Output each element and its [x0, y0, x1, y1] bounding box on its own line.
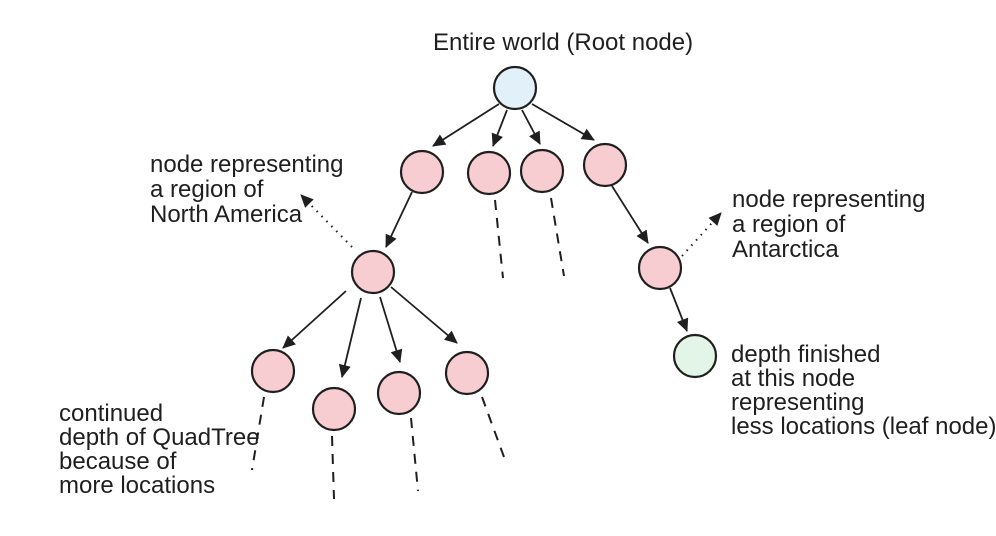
annotation-line: because of — [59, 448, 177, 475]
dashed-line — [251, 396, 265, 471]
edge-na-sub3 — [379, 296, 403, 363]
annotation-line: node representing — [732, 186, 926, 213]
edge-root-child1 — [432, 103, 500, 147]
dashed-line — [410, 417, 419, 492]
edge-antarctica-leaf — [669, 287, 689, 332]
annotation-line: representing — [731, 389, 865, 416]
level2-node-4 — [582, 142, 628, 188]
dashed-line — [481, 396, 505, 458]
root-node-title: Entire world (Root node) — [433, 29, 694, 56]
north-america-node — [350, 249, 396, 295]
annotation-pointers — [300, 194, 722, 257]
annotation-line: depth of QuadTree — [59, 424, 260, 451]
edge-child1-na — [385, 191, 413, 248]
leaf-node — [672, 333, 718, 379]
level4-node-2 — [311, 386, 357, 432]
annotation-line: more locations — [59, 472, 216, 499]
edge-root-child2 — [491, 109, 508, 147]
edge-root-child4 — [531, 103, 595, 141]
annotation-line: North America — [150, 201, 303, 228]
edge-root-child3 — [521, 109, 541, 145]
tree-nodes — [250, 65, 718, 432]
level2-node-1 — [399, 149, 445, 195]
annotation-line: Antarctica — [732, 236, 839, 263]
pointer-north-america-icon — [300, 194, 353, 248]
level4-node-1 — [250, 348, 296, 394]
annotation-antarctica: node representing a region of Antarctica — [732, 187, 925, 262]
continuation-lines — [251, 197, 565, 500]
annotation-line: node representing — [150, 151, 344, 178]
annotation-line: less locations (leaf node) — [731, 413, 996, 440]
edge-na-sub2 — [338, 297, 362, 378]
root-node — [492, 65, 538, 111]
annotation-north-america: node representing a region of North Amer… — [150, 152, 343, 227]
antarctica-node — [637, 245, 683, 291]
annotation-line: at this node — [731, 365, 856, 392]
level4-node-4 — [444, 350, 490, 396]
dashed-line — [494, 199, 504, 279]
annotation-leaf-node: depth finished at this node representing… — [731, 343, 996, 439]
level4-node-3 — [376, 370, 422, 416]
annotation-line: a region of — [732, 211, 846, 238]
edge-na-sub1 — [282, 290, 347, 349]
tree-edges — [282, 103, 689, 378]
annotation-continued-depth: continued depth of QuadTree because of m… — [59, 402, 260, 498]
annotation-line: a region of — [150, 176, 264, 203]
annotation-line: continued — [59, 400, 164, 427]
annotation-line: depth finished — [731, 341, 881, 368]
dashed-line — [331, 435, 335, 500]
pointer-antarctica-icon — [681, 212, 722, 257]
edge-child4-antarctica — [611, 185, 649, 244]
dashed-line — [550, 197, 565, 277]
level2-node-2 — [466, 150, 512, 196]
edge-na-sub4 — [390, 286, 458, 344]
level2-node-3 — [519, 148, 565, 194]
